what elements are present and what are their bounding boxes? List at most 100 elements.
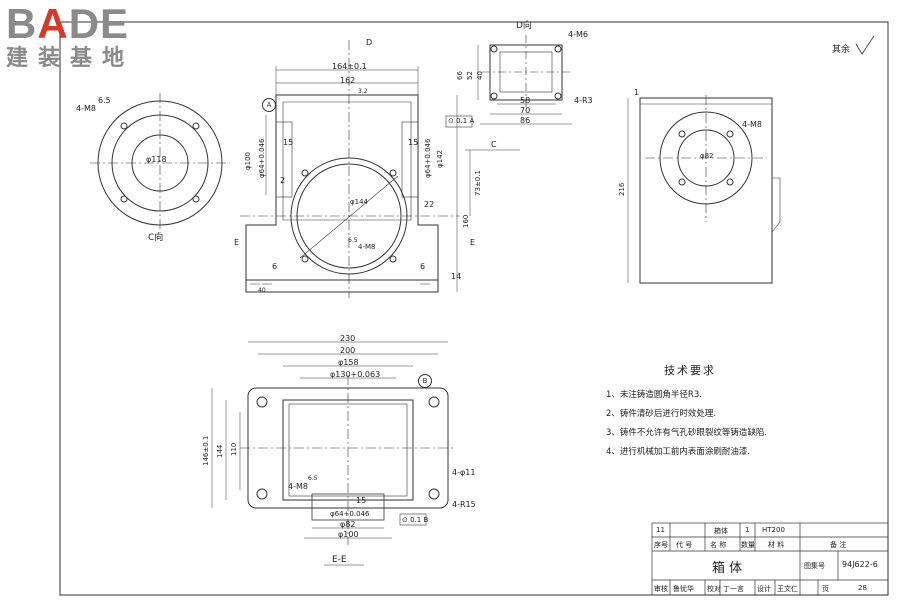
tb-part-name: 箱体 [714,527,728,535]
tb-qty: 1 [745,526,750,534]
dim-dia142: φ142 [436,150,444,168]
tb-col-code: 代 号 [676,541,693,549]
tb-page-no: 28 [858,584,867,592]
tb-col-mat: 材 料 [768,541,785,549]
dim-1: 1 [634,88,640,97]
tb-atlas-no: 94J622-6 [842,560,878,569]
direction-d: D [366,38,373,47]
dim-40-d: 40 [476,71,484,80]
view-title: C向 [148,233,164,243]
dim-dia64-right: φ64+0.046 [424,138,432,178]
dim-160: 160 [462,214,470,228]
note-item: 2、铸件清砂后进行时效处理. [606,409,717,419]
tb-col-note: 备 注 [830,541,847,549]
view-d-holes: 4-M6 [568,30,588,39]
note-item: 1、未注铸造圆角半径R3. [606,390,702,400]
holes-label: 4-M8 [76,104,96,113]
note-item: 4、进行机械加工前内表面涂刷耐油漆. [606,447,751,457]
dim-22: 22 [424,200,435,209]
dim-130: φ130+0.063 [330,370,381,379]
dim-158: φ158 [338,358,359,367]
dim-144: 144 [216,444,224,458]
tb-col-name: 名 称 [710,541,727,549]
view-d-radius: 4-R3 [574,96,593,105]
section-depth: 6.5 [308,475,318,482]
front-holes: 4-M8 [358,243,376,251]
note-item: 3、铸件不允许有气孔砂眼裂纹等铸造缺陷. [606,428,768,438]
drawing-border [59,21,889,596]
dim-66: 66 [456,71,464,80]
section-e-left: E [234,238,240,247]
logo-wordmark: BADE [6,0,130,47]
brand-logo: BADE 建装基地 [6,0,176,72]
section-dia100: φ100 [338,530,359,539]
tb-material: HT200 [762,526,785,534]
dim-230: 230 [340,334,356,343]
section-radius: 4-R15 [452,500,476,509]
dim-dia100: φ100 [244,152,252,170]
tb-col-qty: 数量 [741,541,755,549]
dim-146: 146±0.1 [202,435,210,466]
section-ee [211,341,456,566]
tb-design-label: 设计 [757,585,771,593]
tb-atlas-label: 图集号 [804,562,825,570]
section-e-right: E [470,238,476,247]
dim-58: 58 [520,96,531,105]
dim-15-right: 15 [408,138,419,147]
tb-review-label: 审核 [654,585,668,593]
bore-label: φ144 [350,198,368,206]
technical-requirements: 技术要求 1、未注铸造圆角半径R3. 2、铸件清砂后进行时效处理. 3、铸件不允… [606,362,806,464]
side-diameter: φ82 [700,152,714,160]
notes-title: 技术要求 [664,364,716,377]
dim-200: 200 [340,346,356,355]
dim-86: 86 [520,116,531,125]
section-dia82: φ82 [340,520,356,529]
dim-52: 52 [466,71,474,80]
roughness-value: 3.2 [358,88,368,95]
section-holes: 4-φ11 [452,468,476,477]
dim-164: 164±0.1 [332,62,367,71]
surface-note: 其余 [832,45,851,55]
dim-2: 2 [280,176,286,185]
diameter-label: φ118 [146,155,167,164]
tb-checker: 丁一言 [723,585,744,593]
front-depth: 6.5 [348,237,358,244]
dim-110: 110 [230,442,238,456]
dim-15-left: 15 [283,138,294,147]
tb-page-label: 页 [822,585,829,593]
view-d-title: D向 [516,21,532,31]
tb-seq: 11 [656,526,665,534]
tb-drawing-title: 箱 体 [712,561,743,576]
dim-14: 14 [451,272,462,281]
dim-40: 40 [258,287,266,294]
tolerance-a: ⊙ 0.1 A [448,117,475,125]
dim-162: 162 [340,76,356,85]
tolerance-b: ⊙ 0.1 B [402,516,429,524]
side-view [627,95,781,284]
section-15: 15 [356,496,367,505]
tb-reviewer: 鲁忧华 [673,585,694,593]
datum-a: A [262,98,276,112]
dim-6-left: 6 [272,262,278,271]
depth-label: 6.5 [98,96,111,105]
view-c-circle [90,93,230,233]
tb-designer: 王文仁 [777,585,798,593]
front-view [240,40,520,298]
title-block [651,522,889,596]
logo-subtitle: 建装基地 [6,46,135,71]
view-d [477,35,572,125]
dim-73: 73±0.1 [474,170,482,196]
datum-b: B [418,374,432,388]
dim-dia64-left: φ64+0.046 [258,138,266,178]
dim-70: 70 [520,106,531,115]
section-dia64: φ64+0.046 [330,510,370,518]
side-holes: 4-M8 [742,120,762,129]
roughness-symbol [855,35,875,55]
direction-c: C [491,140,497,149]
dim-216: 216 [618,182,626,196]
dim-6-right: 6 [420,262,426,271]
tb-check-label: 校对 [707,585,721,593]
section-title: E-E [332,555,347,565]
tb-col-seq: 序号 [654,541,668,549]
